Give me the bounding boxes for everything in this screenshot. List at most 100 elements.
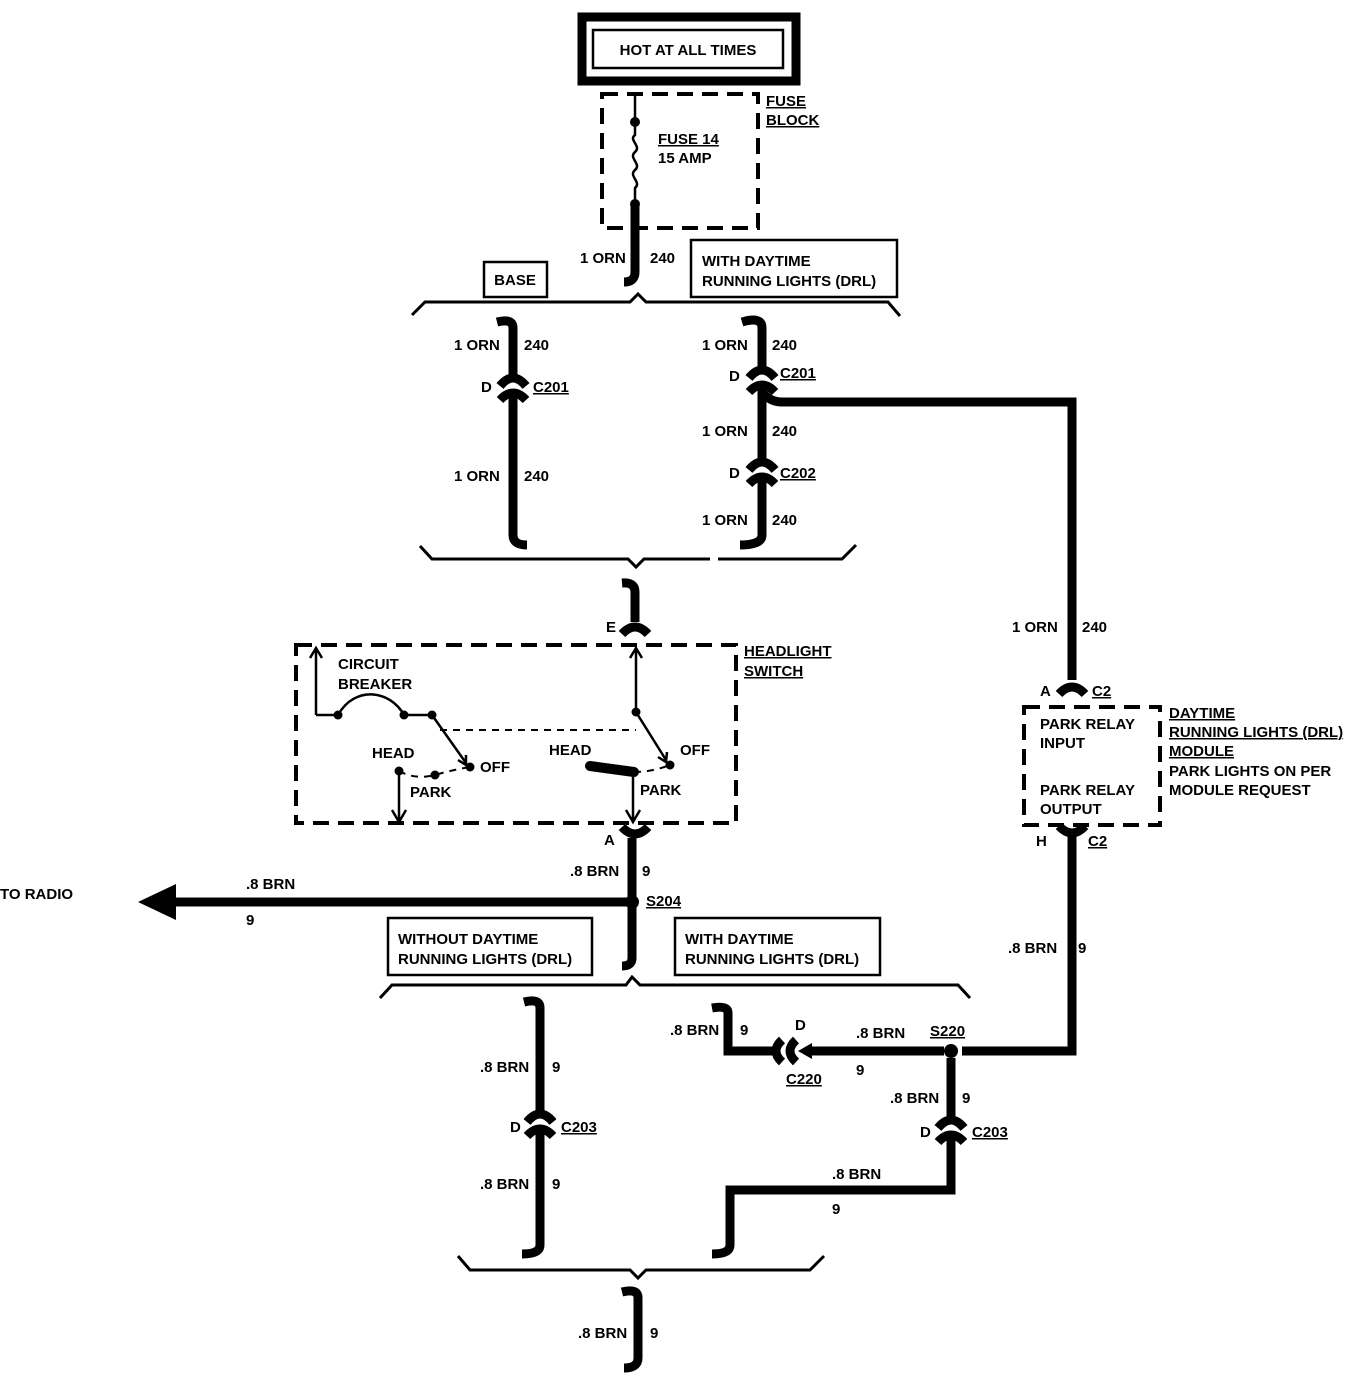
fuse-block: FUSE 14 15 AMP FUSE BLOCK <box>600 92 819 230</box>
variant-with-drl-line-2: RUNNING LIGHTS (DRL) <box>702 273 876 290</box>
wire-gauge: .8 BRN <box>670 1022 719 1039</box>
variant-with-drl-bottom-box: WITH DAYTIME RUNNING LIGHTS (DRL) <box>673 916 882 977</box>
connector-c201: C201 <box>780 365 816 382</box>
splice-s220-label: S220 <box>930 1023 965 1040</box>
variant-with-drl-bottom-line-2: RUNNING LIGHTS (DRL) <box>685 951 859 968</box>
power-source-label: HOT AT ALL TIMES <box>620 42 757 59</box>
wire-circuit: 240 <box>524 468 549 485</box>
fuse-block-label-2: BLOCK <box>766 112 819 129</box>
pin-d: D <box>729 368 740 385</box>
wire-circuit: 9 <box>832 1201 840 1218</box>
to-radio-label: TO RADIO <box>0 886 73 903</box>
wire-gauge: 1 ORN <box>454 468 500 485</box>
variant-with-drl-box: WITH DAYTIME RUNNING LIGHTS (DRL) <box>689 238 899 299</box>
fuse-block-label-1: FUSE <box>766 93 806 110</box>
variant-brace-top <box>410 291 902 317</box>
drl-module: PARK RELAY INPUT PARK RELAY OUTPUT DAYTI… <box>1022 705 1343 827</box>
park-relay-output-line-1: PARK RELAY <box>1040 782 1135 799</box>
fuse-symbol <box>631 122 639 204</box>
pin-d: D <box>510 1119 521 1136</box>
connector-c203: C203 <box>561 1119 597 1136</box>
park-relay-output-line-2: OUTPUT <box>1040 801 1102 818</box>
power-source-box: HOT AT ALL TIMES <box>577 12 801 86</box>
switch-pos-off: OFF <box>480 759 510 776</box>
wire-circuit: 9 <box>246 912 254 929</box>
connector-c220: C220 <box>786 1071 822 1088</box>
wire-gauge: .8 BRN <box>480 1176 529 1193</box>
connector-c2: C2 <box>1088 833 1107 850</box>
wire-circuit: 240 <box>772 423 797 440</box>
pin-h: H <box>1036 833 1047 850</box>
wire-gauge: .8 BRN <box>246 876 295 893</box>
wire-gauge: 1 ORN <box>1012 619 1058 636</box>
variant-without-drl-box: WITHOUT DAYTIME RUNNING LIGHTS (DRL) <box>386 916 594 977</box>
switch-pos-head: HEAD <box>549 742 592 759</box>
drl-module-label-1: DAYTIME <box>1169 705 1235 722</box>
pin-e: E <box>606 619 616 636</box>
wire-gauge: 1 ORN <box>454 337 500 354</box>
wire-circuit: 240 <box>772 512 797 529</box>
wire-circuit: 9 <box>552 1176 560 1193</box>
splice-s204-label: S204 <box>646 893 682 910</box>
pin-d: D <box>729 465 740 482</box>
switch-pos-off: OFF <box>680 742 710 759</box>
variant-with-drl-bottom-line-1: WITH DAYTIME <box>685 931 794 948</box>
wire-circuit: 9 <box>650 1325 658 1342</box>
wire-gauge: .8 BRN <box>1008 940 1057 957</box>
wire-circuit: 240 <box>650 250 675 267</box>
pin-a: A <box>604 832 615 849</box>
drl-module-label-2: RUNNING LIGHTS (DRL) <box>1169 724 1343 741</box>
splice-s220 <box>944 1044 958 1058</box>
switch-pos-park: PARK <box>640 782 682 799</box>
fuse-rating: 15 AMP <box>658 150 712 167</box>
pin-d: D <box>920 1124 931 1141</box>
circuit-breaker-label-1: CIRCUIT <box>338 656 399 673</box>
wire-gauge: .8 BRN <box>890 1090 939 1107</box>
wire-circuit: 9 <box>740 1022 748 1039</box>
park-relay-input-line-2: INPUT <box>1040 735 1085 752</box>
fuse-name: FUSE 14 <box>658 131 720 148</box>
variant-brace-bottom <box>456 1254 826 1281</box>
wire-gauge: .8 BRN <box>832 1166 881 1183</box>
drl-module-desc-1: PARK LIGHTS ON PER <box>1169 763 1331 780</box>
variant-with-drl-line-1: WITH DAYTIME <box>702 253 811 270</box>
wire-circuit: 9 <box>1078 940 1086 957</box>
wire-gauge: .8 BRN <box>856 1025 905 1042</box>
pin-a: A <box>1040 683 1051 700</box>
park-relay-input-line-1: PARK RELAY <box>1040 716 1135 733</box>
connector-c2: C2 <box>1092 683 1111 700</box>
splice-s204 <box>625 895 639 909</box>
wire-gauge: .8 BRN <box>570 863 619 880</box>
wire-circuit: 240 <box>1082 619 1107 636</box>
wire-gauge: .8 BRN <box>480 1059 529 1076</box>
variant-brace-lower <box>378 974 972 1000</box>
wire-gauge: .8 BRN <box>578 1325 627 1342</box>
pin-d: D <box>795 1017 806 1034</box>
pin-d: D <box>481 379 492 396</box>
wire-gauge: 1 ORN <box>702 423 748 440</box>
variant-base-box: BASE <box>482 260 549 299</box>
wire-circuit: 9 <box>856 1062 864 1079</box>
wire-circuit: 240 <box>524 337 549 354</box>
wire-gauge: 1 ORN <box>702 512 748 529</box>
switch-pos-park: PARK <box>410 784 452 801</box>
variant-without-drl-line-1: WITHOUT DAYTIME <box>398 931 538 948</box>
variant-without-drl-line-2: RUNNING LIGHTS (DRL) <box>398 951 572 968</box>
headlight-switch: HEADLIGHT SWITCH CIRCUIT BREAKER HEAD OF… <box>294 643 832 825</box>
connector-c201: C201 <box>533 379 569 396</box>
wire-circuit: 9 <box>962 1090 970 1107</box>
drl-module-desc-2: MODULE REQUEST <box>1169 782 1311 799</box>
switch-pos-head: HEAD <box>372 745 415 762</box>
wire-gauge: 1 ORN <box>580 250 626 267</box>
wire-gauge: 1 ORN <box>702 337 748 354</box>
headlight-switch-label-2: SWITCH <box>744 663 803 680</box>
variant-brace-middle <box>418 543 858 570</box>
connector-c202: C202 <box>780 465 816 482</box>
circuit-breaker-label-2: BREAKER <box>338 676 412 693</box>
variant-base-label: BASE <box>494 272 536 289</box>
to-radio-arrow <box>138 884 176 920</box>
wire-circuit: 9 <box>642 863 650 880</box>
headlight-switch-label-1: HEADLIGHT <box>744 643 832 660</box>
drl-module-label-3: MODULE <box>1169 743 1234 760</box>
